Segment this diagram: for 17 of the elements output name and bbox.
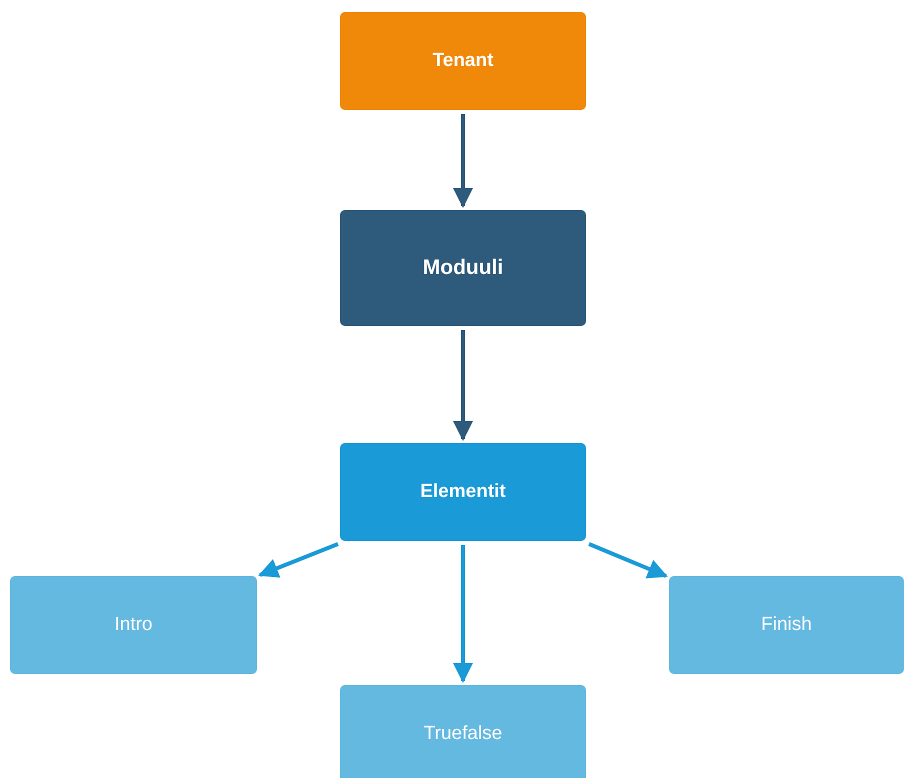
arrow: [588, 542, 668, 578]
process-box: [340, 685, 586, 778]
node-label: Moduuli: [422, 256, 504, 280]
process-box: [340, 210, 586, 326]
arrow: [453, 545, 473, 683]
process-box: [669, 576, 904, 674]
process-box: [340, 12, 586, 110]
process-box: [10, 576, 257, 674]
arrow: [453, 114, 473, 208]
node-label: Elementit: [420, 481, 506, 503]
node-label: Tenant: [432, 50, 494, 72]
node-label: Finish: [761, 614, 812, 636]
process-box: [340, 443, 586, 541]
arrow: [258, 542, 339, 578]
arrow: [453, 330, 473, 441]
node-label: Truefalse: [424, 723, 502, 745]
node-label: Intro: [114, 614, 153, 636]
